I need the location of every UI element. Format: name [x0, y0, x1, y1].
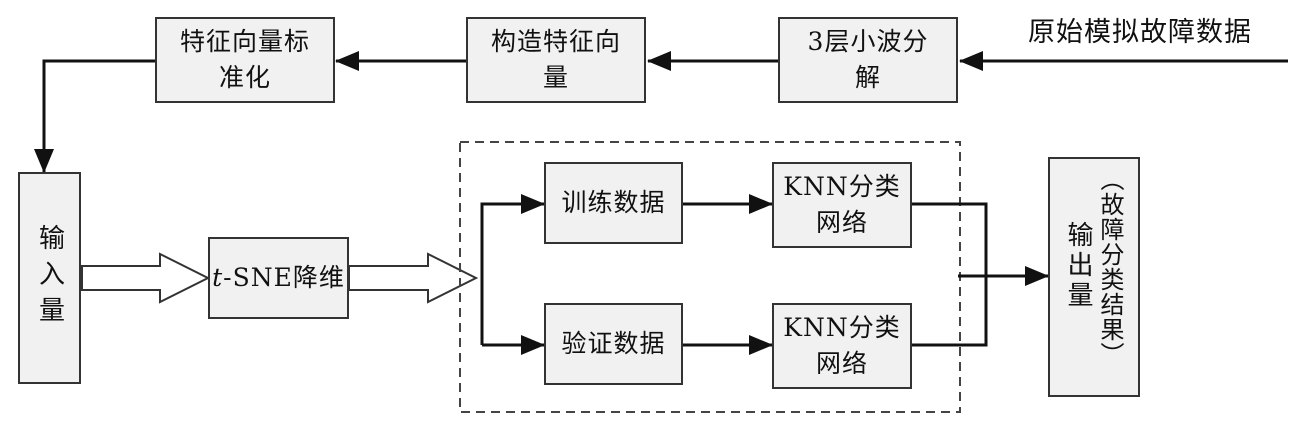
- input-box: 输入量: [18, 172, 81, 384]
- knn-bottom-box: KNN分类 网络: [772, 303, 912, 389]
- validate-data-label: 验证数据: [561, 329, 666, 358]
- knn-bottom-line2: 网络: [815, 349, 868, 378]
- wavelet-line2: 解: [854, 63, 881, 92]
- validate-data-box: 验证数据: [544, 303, 683, 385]
- source-data-label: 原始模拟故障数据: [1028, 17, 1252, 48]
- knn-top-line2: 网络: [815, 208, 868, 237]
- normalize-line2: 准化: [218, 63, 271, 92]
- knn-top-line1: KNN分类: [783, 172, 901, 201]
- normalize-line1: 特征向量标: [179, 27, 310, 56]
- wavelet-line1: 3层小波分: [807, 27, 929, 56]
- hollow-arrow-tsne-to-group: [348, 252, 479, 304]
- knn-bottom-line1: KNN分类: [783, 313, 901, 342]
- output-paren-label: （故障分类结果）: [1096, 167, 1124, 367]
- train-data-label: 训练数据: [561, 188, 666, 217]
- hollow-arrow-input-to-tsne: [81, 252, 211, 304]
- train-data-box: 训练数据: [544, 162, 683, 244]
- line-knn-bottom-merge: [912, 276, 988, 347]
- arrow-split-to-train: [480, 194, 545, 345]
- output-main-label: 输出量: [1063, 221, 1093, 311]
- tsne-rest: -SNE降维: [223, 263, 345, 292]
- line-knn-top-merge: [912, 202, 988, 276]
- tsne-label: t-SNE降维: [212, 260, 345, 296]
- input-label: 输入量: [34, 224, 65, 332]
- output-box: （故障分类结果） 输出量: [1048, 157, 1140, 397]
- normalize-box: 特征向量标 准化: [155, 17, 335, 103]
- construct-line1: 构造特征向: [490, 27, 621, 56]
- construct-box: 构造特征向 量: [466, 17, 646, 103]
- knn-top-box: KNN分类 网络: [772, 162, 912, 248]
- tsne-italic-t: t: [212, 263, 224, 292]
- construct-line2: 量: [542, 63, 569, 92]
- wavelet-box: 3层小波分 解: [778, 17, 958, 103]
- arrow-normalize-to-input: [34, 59, 155, 173]
- tsne-box: t-SNE降维: [208, 237, 349, 319]
